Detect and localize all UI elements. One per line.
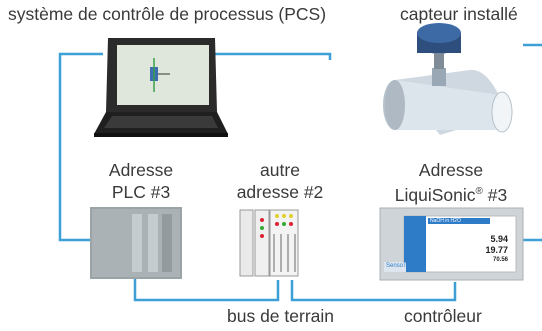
pcs-to-plc-line: [58, 52, 103, 242]
pcs-label: système de contrôle de processus (PCS): [8, 4, 327, 24]
other-label-line2: adresse #2: [236, 182, 324, 202]
io-module-icon: [239, 209, 299, 277]
lq-label-line1: Adresse: [418, 160, 484, 180]
sensor-pipe-icon: [383, 23, 513, 135]
other-label-line1: autre: [260, 160, 300, 180]
other-address-label: autre adresse #2: [230, 159, 330, 203]
plc-label-line2: PLC #3: [111, 182, 171, 202]
plc-address-label: Adresse PLC #3: [96, 159, 186, 203]
lq-label-line2: LiquiSonic® #3: [376, 181, 526, 206]
controller-brand: SensoTech: [386, 263, 416, 269]
sensor-label: capteur installé: [400, 4, 518, 24]
fieldbus-label: bus de terrain: [227, 306, 335, 326]
controller-screen: NaOH in H2O 5.94 19.77 70.56: [428, 218, 514, 272]
lq-label-name: LiquiSonic: [394, 184, 476, 205]
bus-controller-segment: [290, 280, 457, 302]
fieldbus-lines: [58, 43, 542, 302]
controller-value-3: 70.56: [492, 257, 508, 263]
lq-label-reg: ®: [475, 186, 483, 197]
controller-label: contrôleur: [404, 306, 482, 326]
liquisonic-address-label: Adresse LiquiSonic® #3: [376, 159, 526, 206]
controller-device-icon: [379, 207, 524, 281]
plc-label-line1: Adresse: [108, 160, 174, 180]
controller-value-1: 5.94: [490, 234, 508, 244]
pcs-side-line: [208, 52, 332, 60]
lq-label-number: #3: [482, 184, 508, 205]
plc-cabinet-icon: [90, 207, 182, 279]
laptop-icon: [94, 38, 228, 137]
controller-screen-title: NaOH in H2O: [430, 218, 461, 224]
controller-value-2: 19.77: [485, 245, 508, 255]
bus-plc-segment: [133, 278, 280, 302]
